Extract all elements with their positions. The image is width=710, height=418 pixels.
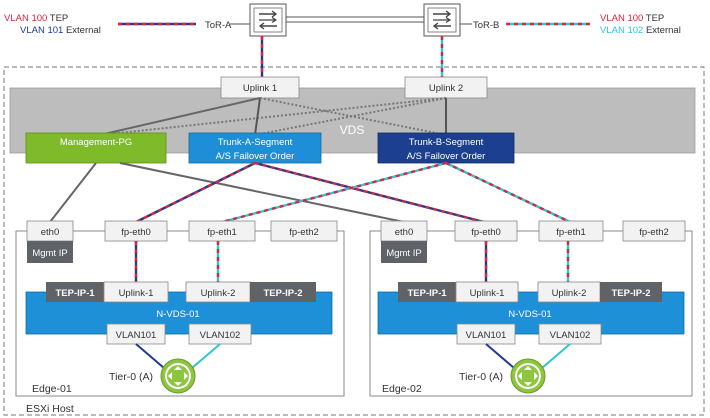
edge-01-fp-eth2 — [270, 220, 338, 242]
esxi-host-label: ESXi Host — [26, 403, 74, 415]
edge-02-mgmt-ip — [381, 241, 427, 263]
edge-01-tep-1 — [46, 282, 104, 302]
trunk-b-label: Trunk-B-Segment — [409, 137, 484, 148]
edge-02-fp-eth0-label: fp-eth0 — [471, 227, 501, 238]
uplink2-to-mgmt — [99, 97, 447, 136]
legend-left-line2: VLAN 101 External — [20, 25, 101, 36]
edge-01-mgmt-ip-label: Mgmt IP — [32, 248, 67, 259]
uplink1-to-mgmt — [99, 97, 261, 136]
edge-01-tep-1-label: TEP-IP-1 — [55, 288, 95, 299]
edge-01-eth0-label: eth0 — [41, 227, 60, 238]
edge-01-fp-eth1 — [188, 220, 256, 242]
trunk-b-to-edge2-fp-eth1 — [445, 161, 571, 224]
edge-02-tep-1-label: TEP-IP-1 — [407, 288, 447, 299]
edge-02-fp-eth1-label: fp-eth1 — [556, 227, 586, 238]
edge-02: eth0 Mgmt IP fp-eth0 fp-eth1 fp-eth2 N-V… — [369, 220, 693, 397]
esxi-host-boundary — [3, 66, 705, 416]
tor-a-switch-icon — [249, 3, 287, 37]
edge-01-fp-eth1-label: fp-eth1 — [207, 227, 237, 238]
legend-left-line1: VLAN 100 TEP — [4, 13, 68, 24]
edge-02-vlan101-label: VLAN101 — [466, 330, 507, 341]
vds-uplink-1-label: Uplink 1 — [243, 83, 277, 94]
mgmt-to-edge1-eth0 — [49, 162, 97, 223]
edge-01-mgmt-ip — [27, 241, 73, 263]
edge-02-fp-eth2 — [622, 220, 686, 242]
edge-02-fp-eth2-label: fp-eth2 — [639, 227, 669, 238]
tor-a-label: ToR-A — [205, 20, 232, 31]
edge-01-uplink-2-label: Uplink-2 — [201, 288, 236, 299]
trunk-a-label: Trunk-A-Segment — [218, 137, 293, 148]
management-pg-label: Management-PG — [60, 137, 132, 148]
trunk-a-order: A/S Failover Order — [216, 151, 295, 162]
edge-01-vlan102-label: VLAN102 — [200, 330, 241, 341]
edge-02-vlan102-link — [541, 343, 571, 369]
tor-b-switch-icon — [423, 3, 461, 37]
edge-01-vlan101-link — [135, 343, 165, 369]
edge-02-vlan101-link — [485, 343, 515, 369]
mgmt-to-edge2-eth0 — [119, 162, 405, 223]
vds-uplink-2-label: Uplink 2 — [429, 83, 463, 94]
edge-01-tep-2 — [250, 282, 316, 302]
edge-01-uplink-1 — [103, 281, 169, 303]
edge-01-nvds-label: N-VDS-01 — [156, 309, 199, 320]
tor-b-label: ToR-B — [473, 20, 499, 31]
legend-right-line2: VLAN 102 External — [600, 25, 681, 36]
edge-01-router-label: Tier-0 (A) — [109, 371, 153, 383]
edge-02-uplink-2-label: Uplink-2 — [552, 288, 587, 299]
trunk-b-to-edge1-fp-eth1 — [221, 161, 447, 224]
edge-02-uplink-1-label: Uplink-1 — [470, 288, 505, 299]
edge-02-eth0-label: eth0 — [395, 227, 414, 238]
edge-01-fp-eth2-label: fp-eth2 — [289, 227, 319, 238]
vds-label: VDS — [340, 123, 365, 137]
edge-02-tep-2 — [600, 282, 662, 302]
edge-02-uplink-1 — [455, 281, 519, 303]
edge-01: eth0 Mgmt IP fp-eth0 fp-eth1 fp-eth2 N-V… — [15, 220, 345, 397]
legend-right-line1: VLAN 100 TEP — [600, 13, 664, 24]
edge-01-fp-eth0-label: fp-eth0 — [121, 227, 151, 238]
edge-02-vlan102-label: VLAN102 — [550, 330, 591, 341]
edge-01-uplink-1-label: Uplink-1 — [119, 288, 154, 299]
edge-02-name: Edge-02 — [382, 383, 422, 395]
edge-02-mgmt-ip-label: Mgmt IP — [386, 248, 421, 259]
edge-02-nvds-label: N-VDS-01 — [508, 309, 551, 320]
trunk-a-to-edge1-fp-eth0 — [135, 161, 256, 224]
edge-02-router-icon — [510, 358, 546, 394]
edge-02-tep-1 — [398, 282, 456, 302]
trunk-b-order: A/S Failover Order — [407, 151, 486, 162]
edge-01-router-icon — [160, 358, 196, 394]
edge-01-tep-2-label: TEP-IP-2 — [263, 288, 302, 299]
management-pg — [25, 132, 167, 164]
edge-02-router-label: Tier-0 (A) — [459, 371, 503, 383]
edge-02-tep-2-label: TEP-IP-2 — [611, 288, 650, 299]
edge-01-name: Edge-01 — [32, 383, 72, 395]
edge-02-fp-eth1 — [538, 220, 604, 242]
edge-01-vlan102-link — [191, 343, 221, 369]
edge-01-vlan101-label: VLAN101 — [116, 330, 157, 341]
uplink1-to-trunk-a — [254, 97, 261, 136]
